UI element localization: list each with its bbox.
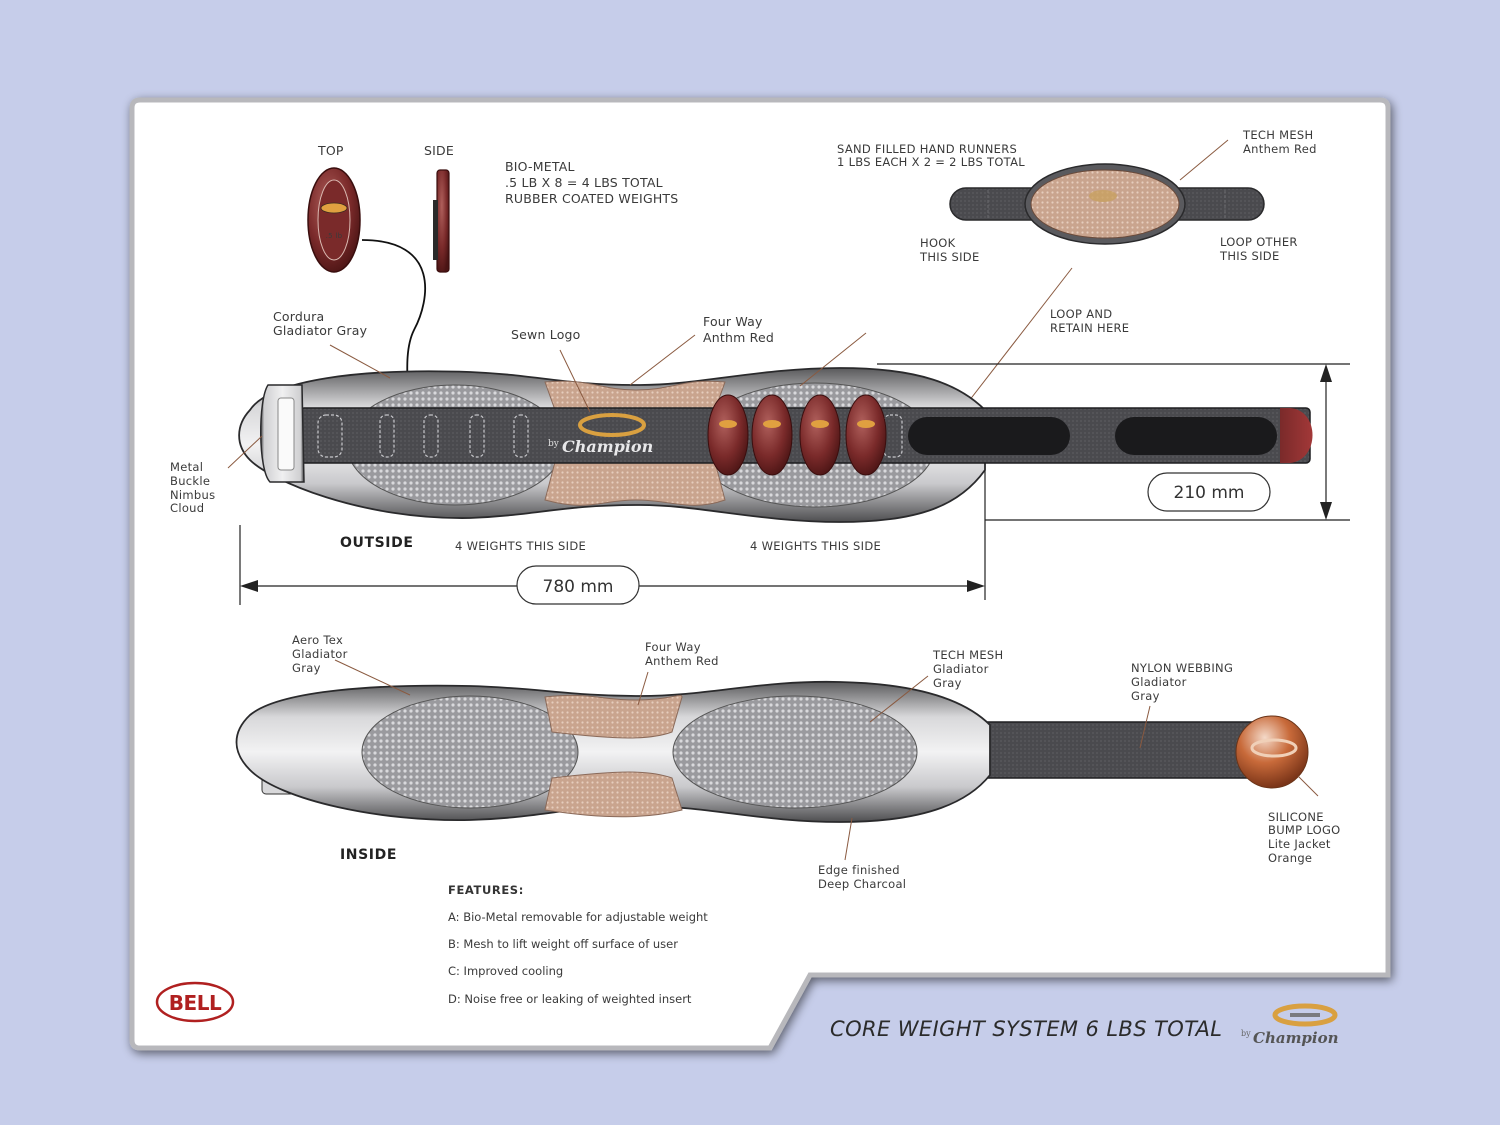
- svg-text:Aero Tex: Aero Tex: [292, 633, 343, 647]
- svg-text:B: Mesh to lift weight off sur: B: Mesh to lift weight off surface of us…: [448, 937, 678, 951]
- tech-mesh-bottom-callout: TECH MESH Gladiator Gray: [869, 648, 1003, 723]
- svg-text:BIO-METAL: BIO-METAL: [505, 159, 575, 174]
- svg-text:RETAIN HERE: RETAIN HERE: [1050, 321, 1129, 335]
- svg-text:Gray: Gray: [1131, 689, 1160, 703]
- svg-text:by: by: [548, 439, 560, 449]
- svg-text:Orange: Orange: [1268, 851, 1312, 865]
- svg-text:Gladiator Gray: Gladiator Gray: [273, 323, 368, 338]
- svg-text:THIS SIDE: THIS SIDE: [919, 250, 980, 264]
- svg-text:Deep Charcoal: Deep Charcoal: [818, 877, 906, 891]
- svg-text:Gladiator: Gladiator: [292, 647, 348, 661]
- svg-text:Four Way: Four Way: [703, 314, 763, 329]
- cordura-callout: Cordura Gladiator Gray: [273, 309, 391, 379]
- svg-text:BUMP LOGO: BUMP LOGO: [1268, 823, 1341, 837]
- svg-text:SAND FILLED HAND RUNNERS: SAND FILLED HAND RUNNERS: [837, 142, 1017, 156]
- four-way-top-callout: Four Way Anthm Red: [629, 314, 867, 387]
- svg-text:by: by: [1241, 1029, 1251, 1038]
- svg-text:TECH MESH: TECH MESH: [1242, 128, 1313, 142]
- svg-text:THIS SIDE: THIS SIDE: [1219, 249, 1280, 263]
- svg-text:Lite Jacket: Lite Jacket: [1268, 837, 1331, 851]
- weight-mark: .5 lb: [326, 232, 343, 240]
- weight-top-view: .5 lb: [307, 167, 361, 273]
- svg-text:Edge finished: Edge finished: [818, 863, 900, 877]
- svg-text:Gray: Gray: [933, 676, 962, 690]
- svg-text:1 LBS EACH X 2 = 2 LBS TOTAL: 1 LBS EACH X 2 = 2 LBS TOTAL: [837, 155, 1025, 169]
- svg-text:FEATURES:: FEATURES:: [448, 883, 524, 897]
- weight-side-view: [433, 169, 450, 273]
- svg-text:A: Bio-Metal removable for adj: A: Bio-Metal removable for adjustable we…: [448, 910, 708, 924]
- svg-text:Four Way: Four Way: [645, 640, 701, 654]
- svg-text:TECH MESH: TECH MESH: [932, 648, 1003, 662]
- sand-filled-callout: SAND FILLED HAND RUNNERS 1 LBS EACH X 2 …: [837, 142, 1025, 169]
- svg-text:Anthem Red: Anthem Red: [1243, 142, 1317, 156]
- svg-text:Gray: Gray: [292, 661, 321, 675]
- label-outside: OUTSIDE: [340, 535, 414, 551]
- loop-other-callout: LOOP OTHER THIS SIDE: [1219, 235, 1298, 263]
- weights-right-label: 4 WEIGHTS THIS SIDE: [750, 539, 881, 553]
- svg-text:Metal: Metal: [170, 460, 203, 474]
- svg-text:Champion: Champion: [1253, 1029, 1339, 1047]
- svg-text:210 mm: 210 mm: [1174, 483, 1245, 503]
- tech-mesh-top-callout: TECH MESH Anthem Red: [1179, 128, 1317, 181]
- svg-text:Champion: Champion: [562, 437, 653, 456]
- svg-text:Anthm Red: Anthm Red: [703, 330, 774, 345]
- four-way-bottom-callout: Four Way Anthem Red: [637, 640, 719, 706]
- svg-text:SILICONE: SILICONE: [1268, 810, 1324, 824]
- svg-text:LOOP AND: LOOP AND: [1050, 307, 1112, 321]
- label-side: SIDE: [424, 143, 454, 158]
- svg-text:Sewn Logo: Sewn Logo: [511, 327, 581, 342]
- aero-tex-callout: Aero Tex Gladiator Gray: [292, 633, 411, 696]
- bio-metal-callout: BIO-METAL .5 LB X 8 = 4 LBS TOTAL RUBBER…: [505, 159, 678, 206]
- svg-text:D: Noise free or leaking of we: D: Noise free or leaking of weighted ins…: [448, 992, 692, 1006]
- svg-text:Gladiator: Gladiator: [933, 662, 989, 676]
- hand-runner: [949, 163, 1265, 245]
- sheet-title: CORE WEIGHT SYSTEM 6 LBS TOTAL: [830, 1017, 1222, 1041]
- svg-text:LOOP OTHER: LOOP OTHER: [1220, 235, 1298, 249]
- metal-buckle-callout: Metal Buckle Nimbus Cloud: [170, 435, 263, 515]
- features-list: FEATURES: A: Bio-Metal removable for adj…: [448, 883, 708, 1006]
- sewn-logo-callout: Sewn Logo: [511, 327, 591, 413]
- svg-text:780 mm: 780 mm: [543, 577, 614, 597]
- hook-callout: HOOK THIS SIDE: [919, 236, 980, 264]
- weights-outside: [707, 394, 887, 476]
- svg-text:Cordura: Cordura: [273, 309, 324, 324]
- dimension-length: 780 mm: [239, 470, 986, 605]
- svg-text:RUBBER COATED WEIGHTS: RUBBER COATED WEIGHTS: [505, 191, 678, 206]
- edge-finished-callout: Edge finished Deep Charcoal: [818, 817, 906, 891]
- belt-inside: [235, 680, 1309, 823]
- label-top: TOP: [317, 143, 344, 158]
- dimension-height: 210 mm: [877, 363, 1350, 521]
- svg-text:HOOK: HOOK: [920, 236, 956, 250]
- svg-text:NYLON WEBBING: NYLON WEBBING: [1131, 661, 1233, 675]
- svg-text:Buckle: Buckle: [170, 474, 210, 488]
- svg-text:Anthem Red: Anthem Red: [645, 654, 719, 668]
- weights-left-label: 4 WEIGHTS THIS SIDE: [455, 539, 586, 553]
- loop-retain-callout: LOOP AND RETAIN HERE: [961, 267, 1129, 411]
- bell-logo: BELL: [155, 981, 235, 1023]
- svg-text:Cloud: Cloud: [170, 501, 204, 515]
- svg-text:C: Improved cooling: C: Improved cooling: [448, 964, 563, 978]
- svg-text:Nimbus: Nimbus: [170, 488, 215, 502]
- svg-text:.5 LB X 8 = 4 LBS TOTAL: .5 LB X 8 = 4 LBS TOTAL: [505, 175, 663, 190]
- svg-text:BELL: BELL: [169, 991, 222, 1015]
- svg-text:Gladiator: Gladiator: [1131, 675, 1187, 689]
- silicone-callout: SILICONE BUMP LOGO Lite Jacket Orange: [1268, 775, 1341, 865]
- belt-outside: by Champion: [238, 367, 1313, 523]
- label-inside: INSIDE: [340, 847, 397, 863]
- nylon-webbing-callout: NYLON WEBBING Gladiator Gray: [1131, 661, 1233, 749]
- champion-logo: by Champion: [1241, 1003, 1339, 1047]
